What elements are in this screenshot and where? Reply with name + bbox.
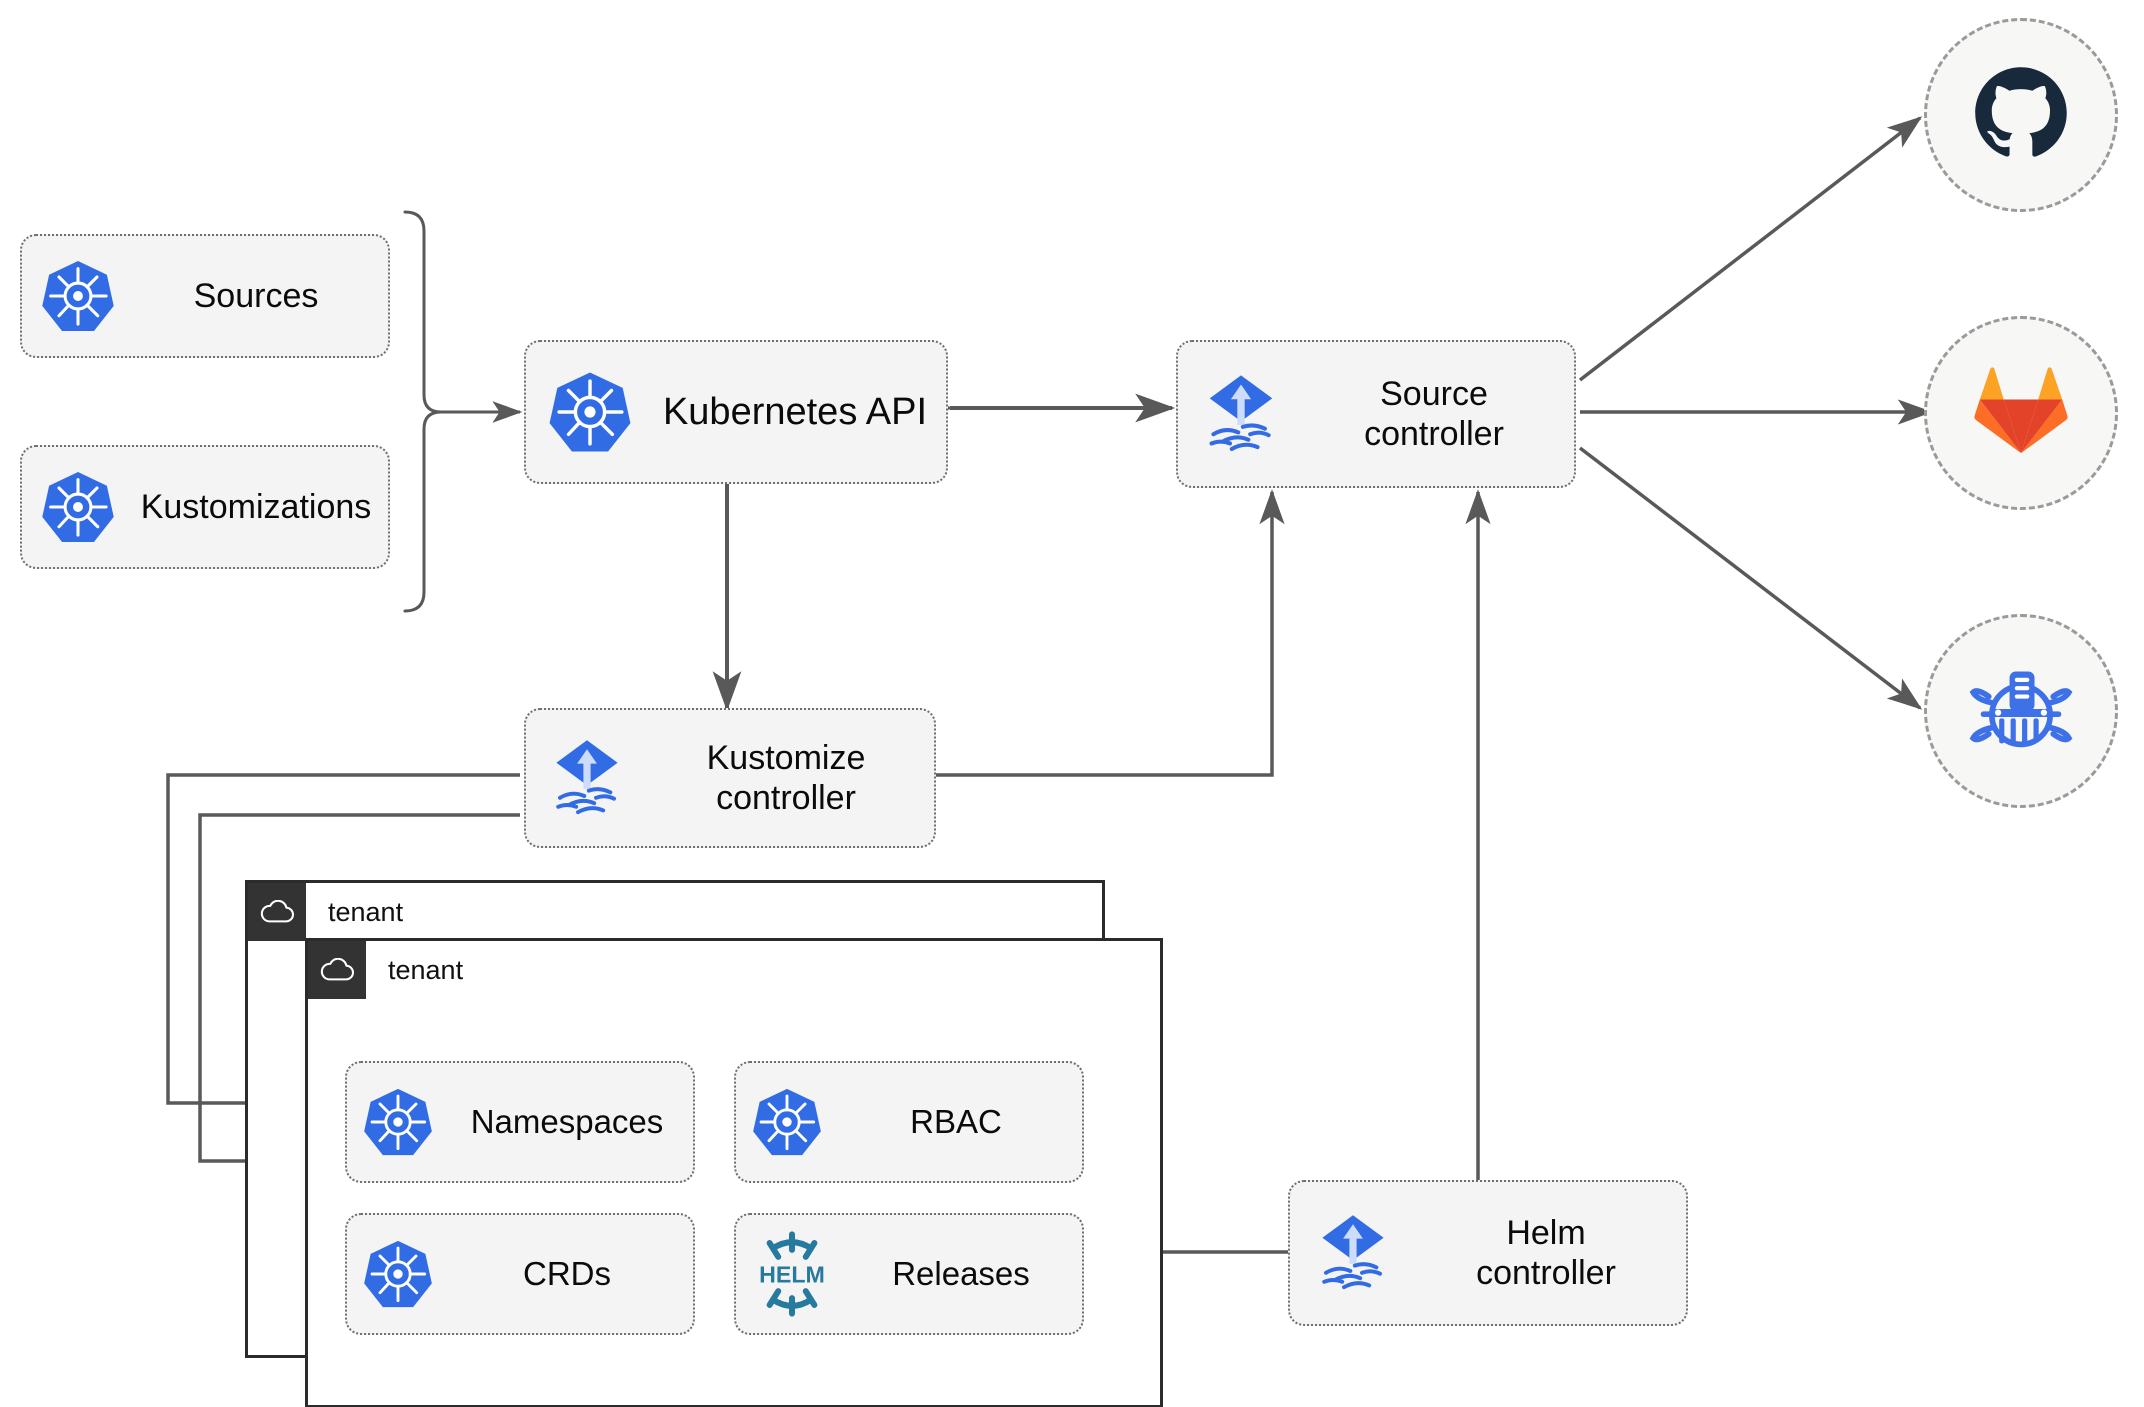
inputs-bracket [403, 210, 442, 613]
node-label-line1: Kustomize [706, 738, 866, 777]
node-sources[interactable]: Sources [20, 234, 390, 358]
edge-source-bucket [1578, 446, 1923, 710]
flux-icon [1178, 368, 1304, 460]
external-gitlab[interactable] [1924, 316, 2118, 510]
tenant-label: tenant [388, 954, 464, 985]
node-label: Helm controller [1416, 1213, 1686, 1293]
tenant-tab: tenant [308, 941, 464, 999]
kubernetes-icon [347, 1086, 449, 1158]
edge-kustomize-source [936, 489, 1285, 777]
resource-label: Releases [892, 1255, 1030, 1292]
node-label: Source controller [1304, 374, 1574, 454]
edge-source-github [1578, 116, 1923, 382]
resource-crds[interactable]: CRDs [345, 1213, 695, 1335]
node-label: Sources [193, 276, 319, 315]
node-label-line1: Helm [1506, 1213, 1586, 1252]
node-label-line2: controller [1364, 415, 1504, 453]
resource-rbac[interactable]: RBAC [734, 1061, 1084, 1183]
flux-icon [1290, 1208, 1416, 1298]
resource-namespaces[interactable]: Namespaces [345, 1061, 695, 1183]
kubernetes-icon [526, 369, 654, 455]
tenant-box-front[interactable]: tenant Namespaces [305, 938, 1163, 1407]
gitlab-icon [1973, 365, 2069, 462]
svg-text:HELM: HELM [759, 1262, 825, 1288]
node-kustomize-controller[interactable]: Kustomize controller [524, 708, 936, 848]
tenant-tab: tenant [248, 883, 404, 941]
external-bucket[interactable] [1924, 614, 2118, 808]
resource-label: CRDs [523, 1255, 611, 1292]
node-kustomizations[interactable]: Kustomizations [20, 445, 390, 569]
node-label-line1: Source [1380, 374, 1488, 413]
node-label: Kubernetes API [662, 390, 928, 433]
node-source-controller[interactable]: Source controller [1176, 340, 1576, 488]
cloud-icon [308, 941, 366, 999]
node-helm-controller[interactable]: Helm controller [1288, 1180, 1688, 1326]
resource-label: RBAC [910, 1103, 1002, 1140]
resource-label: Namespaces [470, 1103, 664, 1140]
node-label-line2: controller [1476, 1254, 1616, 1292]
tenant-label: tenant [328, 896, 404, 927]
github-icon [1969, 61, 2073, 170]
kubernetes-icon [347, 1238, 449, 1310]
bucket-icon [1969, 657, 2073, 766]
resource-releases[interactable]: HELM Releases [734, 1213, 1084, 1335]
node-label: Kustomize controller [648, 738, 934, 818]
kubernetes-icon [22, 258, 134, 334]
node-label-line2: controller [716, 779, 856, 817]
helm-icon: HELM [736, 1231, 848, 1317]
node-kubernetes-api[interactable]: Kubernetes API [524, 340, 948, 484]
kubernetes-icon [22, 469, 134, 545]
node-label: Kustomizations [140, 487, 372, 526]
external-github[interactable] [1924, 18, 2118, 212]
kubernetes-icon [736, 1086, 838, 1158]
cloud-icon [248, 883, 306, 941]
flux-icon [526, 733, 648, 823]
